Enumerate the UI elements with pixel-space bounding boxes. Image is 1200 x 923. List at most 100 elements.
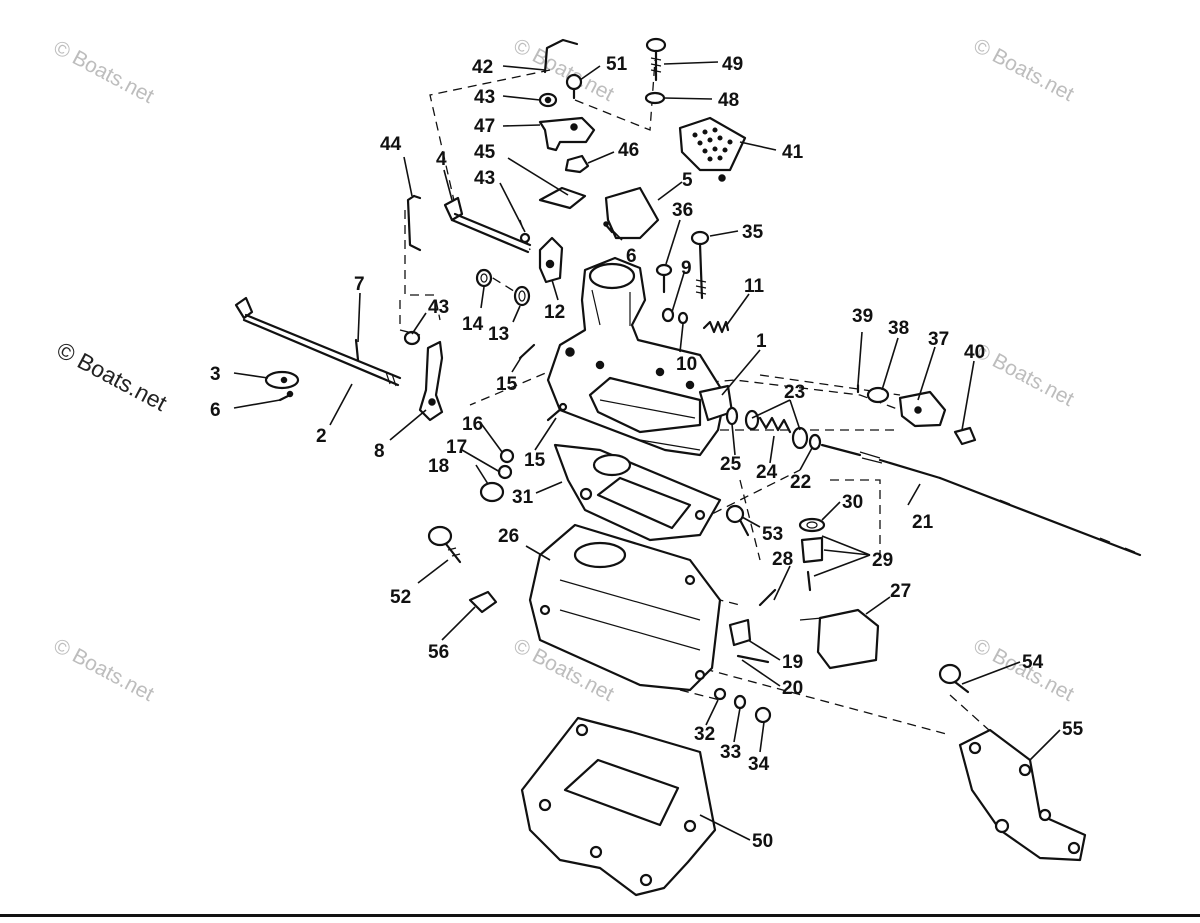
callout-28: 28	[772, 549, 793, 570]
part-37-connector	[898, 390, 947, 428]
watermark-bottom-left: © Boats.net	[50, 634, 158, 706]
callout-24: 24	[756, 462, 778, 483]
callout-33: 33	[720, 742, 741, 763]
callout-13: 13	[488, 324, 509, 345]
callout-14: 14	[462, 314, 484, 335]
callout-37: 37	[928, 329, 949, 350]
part-26-float-bowl	[528, 523, 722, 692]
part-28-seat	[800, 536, 824, 564]
part-11-spring	[702, 320, 730, 334]
callout-46: 46	[618, 140, 639, 161]
part-10-pin	[677, 311, 689, 325]
leader-lines	[233, 61, 1061, 841]
callout-6-top: 6	[626, 246, 637, 267]
part-47-bracket	[538, 116, 596, 152]
part-52-bolt	[427, 525, 462, 564]
callout-1: 1	[756, 331, 767, 352]
part-48-washer	[644, 91, 666, 105]
part-53-screw	[725, 504, 750, 537]
callout-32: 32	[694, 724, 715, 745]
watermark-top-left: © Boats.net	[50, 36, 158, 108]
callout-47: 47	[474, 116, 495, 137]
callout-9: 9	[681, 258, 692, 279]
callout-42: 42	[472, 57, 493, 78]
callout-30: 30	[842, 492, 863, 513]
callout-41: 41	[782, 142, 804, 163]
callout-3: 3	[210, 364, 221, 385]
part-27-float	[799, 608, 880, 670]
callout-5: 5	[682, 170, 693, 191]
callout-50: 50	[752, 831, 773, 852]
part-44-wire	[406, 194, 422, 252]
callout-22: 22	[790, 472, 811, 493]
callout-19: 19	[782, 652, 803, 673]
part-51-screw	[565, 73, 583, 100]
callout-36: 36	[672, 200, 693, 221]
callout-51: 51	[606, 54, 628, 75]
callout-labels: 42 51 49 43 48 47 46 41 45 44 4 43 5 36 …	[210, 54, 1084, 852]
callout-2: 2	[316, 426, 327, 447]
part-54-bolt	[938, 663, 970, 694]
part-35-screw	[690, 230, 710, 300]
callout-15-upper: 15	[496, 374, 518, 395]
part-55-bracket	[958, 728, 1087, 862]
watermark-mid-left: © Boats.net	[53, 336, 172, 416]
part-43-nut-mid	[403, 330, 421, 346]
part-45-clip	[538, 186, 587, 210]
callout-53: 53	[762, 524, 783, 545]
callout-56: 56	[428, 642, 449, 663]
part-41-screen	[678, 116, 747, 182]
part-14-nut	[475, 268, 493, 288]
part-32-screw	[713, 687, 727, 701]
part-25-oring	[725, 406, 739, 426]
callout-25: 25	[720, 454, 742, 475]
part-8-lever	[418, 340, 444, 422]
part-24-spring	[758, 416, 792, 434]
bottom-rule	[0, 914, 1200, 917]
part-20-pin	[736, 654, 770, 664]
part-13-oring	[513, 285, 531, 307]
part-46-cap	[564, 154, 590, 174]
part-12-bracket	[538, 236, 564, 284]
callout-16: 16	[462, 414, 483, 435]
callout-20: 20	[782, 678, 803, 699]
part-5-cover	[604, 186, 660, 240]
callout-7: 7	[354, 274, 365, 295]
part-15-pin-lower	[546, 402, 568, 422]
part-23-washers	[744, 409, 809, 450]
callout-29: 29	[872, 550, 893, 571]
part-3-plate	[264, 370, 300, 390]
part-7-pin	[354, 338, 360, 362]
part-16-ball	[499, 448, 515, 464]
callout-8: 8	[374, 441, 385, 462]
callout-17: 17	[446, 437, 467, 458]
callout-23: 23	[784, 382, 805, 403]
callout-18: 18	[428, 456, 449, 477]
callout-44: 44	[380, 134, 402, 155]
part-2-shaft	[234, 296, 402, 387]
callout-43-top: 43	[474, 87, 495, 108]
part-19-hinge	[728, 588, 777, 647]
callout-49: 49	[722, 54, 743, 75]
part-56-clip	[468, 590, 498, 614]
part-6-screw-left	[278, 390, 294, 402]
callout-48: 48	[718, 90, 739, 111]
part-6-screw-top	[603, 221, 614, 234]
part-40-screw	[953, 426, 977, 446]
part-38-bushing	[866, 386, 890, 404]
watermark-mid-right: © Boats.net	[970, 339, 1078, 411]
callout-11: 11	[744, 276, 765, 297]
callout-26: 26	[498, 526, 519, 547]
callout-21: 21	[912, 512, 934, 533]
part-18-plug	[479, 481, 505, 503]
part-50-gasket	[520, 716, 717, 897]
callout-43-left: 43	[428, 297, 449, 318]
part-30-washer	[798, 517, 826, 533]
part-33-spring	[733, 694, 747, 710]
part-1-carburetor-body	[546, 256, 734, 457]
callout-54: 54	[1022, 652, 1044, 673]
part-22-nut	[808, 433, 822, 451]
callout-6-left: 6	[210, 400, 221, 421]
callout-10: 10	[676, 354, 697, 375]
